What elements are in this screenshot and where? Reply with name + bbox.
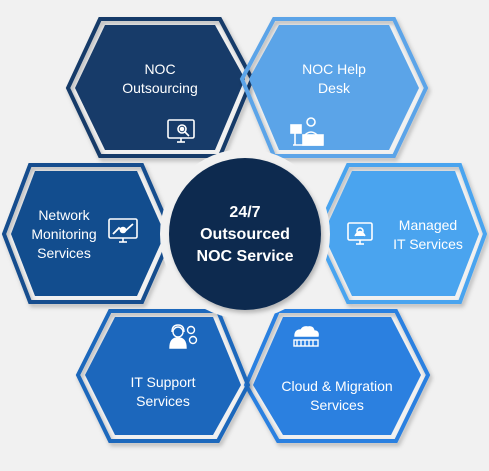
cloud-server-icon [293, 326, 319, 347]
service-line1: IT Support [130, 374, 196, 390]
center-line1: 24/7 [229, 204, 261, 221]
monitor-gear-icon [347, 222, 373, 245]
service-line2: Services [136, 393, 190, 409]
hex-noc-help-desk [239, 17, 429, 158]
monitor-network-icon [108, 218, 138, 243]
service-line2: Monitoring [31, 226, 97, 242]
monitor-search-icon [167, 119, 195, 143]
center-line2: Outsourced [200, 226, 290, 243]
center-circle [169, 158, 321, 310]
label-network-monitoring: Network Monitoring Services [20, 206, 108, 263]
label-managed-it: Managed IT Services [378, 216, 478, 254]
service-line1: NOC Help [302, 61, 366, 77]
helpdesk-agent-icon [290, 117, 324, 146]
service-line2: IT Services [393, 236, 463, 252]
hex-cloud-migration [243, 309, 431, 443]
label-cloud-migration: Cloud & Migration Services [262, 377, 412, 415]
service-line1: Managed [398, 217, 458, 233]
hex-network-monitoring [1, 163, 175, 304]
service-line2: Services [310, 397, 364, 413]
label-noc-help-desk: NOC Help Desk [279, 60, 389, 98]
service-line1: Cloud & Migration [281, 378, 393, 394]
center-line3: NOC Service [196, 248, 294, 265]
service-line2: Outsourcing [122, 80, 198, 96]
label-noc-outsourcing: NOC Outsourcing [105, 60, 215, 98]
service-line1: Network [38, 207, 90, 223]
support-agent-gears-icon [169, 324, 198, 349]
center-title: 24/7 Outsourced NOC Service [175, 202, 315, 268]
service-line2: Desk [318, 80, 350, 96]
service-line1: NOC [144, 61, 176, 77]
label-it-support: IT Support Services [108, 373, 218, 411]
service-line3: Services [37, 245, 91, 261]
